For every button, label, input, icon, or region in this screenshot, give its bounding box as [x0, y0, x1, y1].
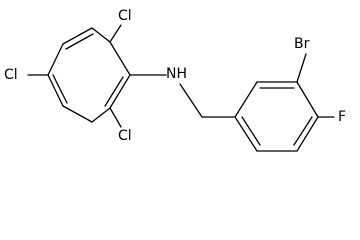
atom-label-f: F: [338, 109, 346, 125]
bond-ring1-c7-c8: [109, 41, 131, 76]
atom-label-br: Br: [294, 36, 310, 52]
bond-ring1-c6-c7: [109, 74, 131, 109]
atom-label-cl-top: Cl: [118, 8, 132, 24]
bond-ring1-c5-c6: [91, 107, 111, 123]
bond-br: [296, 53, 307, 83]
bond-ring2-double-b: [241, 116, 261, 146]
bond-ring1-c8-c1: [91, 27, 111, 43]
bond-ring2-c: [296, 81, 319, 118]
bond-cl-top: [109, 24, 122, 43]
bond-cl-bottom: [109, 107, 122, 128]
atom-labels: Cl Cl Cl NH Br F: [4, 8, 346, 144]
bond-ring1-c2-c3: [47, 43, 64, 76]
bond-ring1-c1-c2: [62, 27, 93, 45]
bond-ring2-a: [234, 81, 258, 118]
bond-ring2-d: [296, 116, 319, 152]
atom-label-cl-bottom: Cl: [118, 128, 132, 144]
bond-lines: [27, 24, 335, 152]
molecule-structure: Cl Cl Cl NH Br F: [4, 8, 346, 152]
atom-label-cl-left: Cl: [4, 67, 18, 83]
atom-label-nh: NH: [166, 66, 187, 82]
bond-ring1-double-a: [65, 33, 94, 50]
bond-ring1-c3-c4: [47, 74, 64, 107]
bond-ring1-double-c: [104, 76, 124, 107]
bond-ring1-double-b: [52, 74, 68, 104]
bond-ring2-f: [234, 116, 258, 152]
bond-ring1-c4-c5: [62, 105, 93, 123]
bond-ring2-double-c: [293, 116, 313, 146]
bond-nh-ch2: [179, 83, 203, 118]
